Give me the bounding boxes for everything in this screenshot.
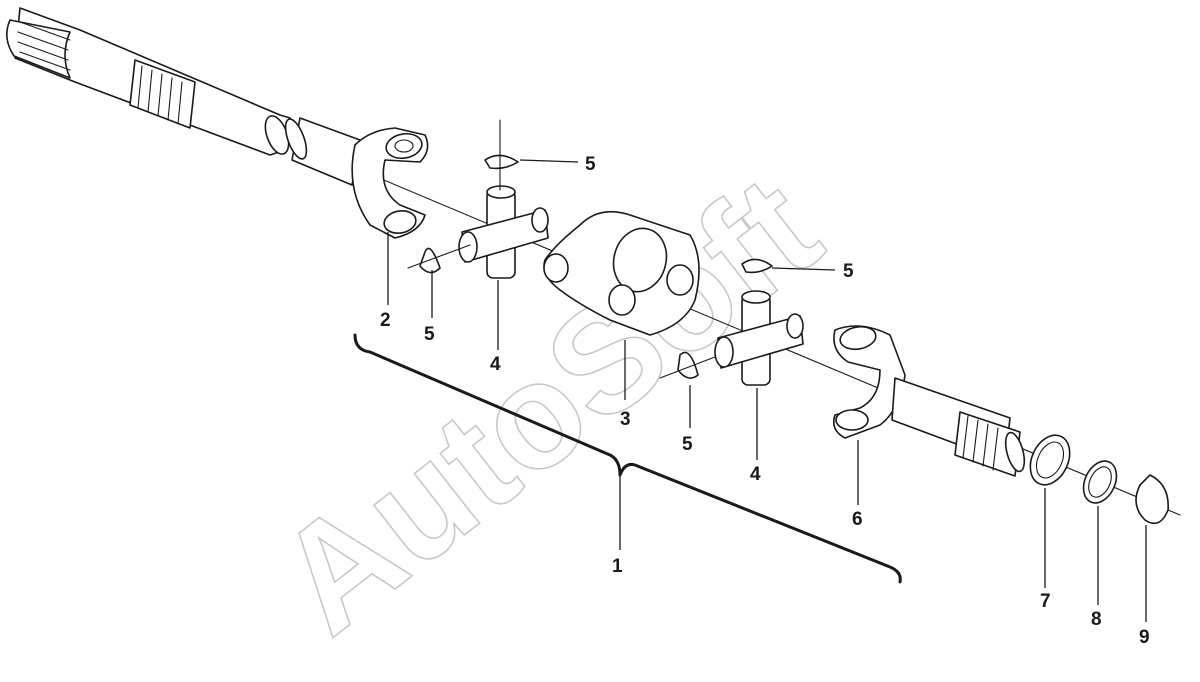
callout-2: 2 (380, 310, 391, 331)
callout-5-top-left: 5 (585, 154, 596, 175)
universal-joint-cross-right (714, 290, 804, 386)
callout-6: 6 (852, 509, 863, 530)
shaft-segment (284, 117, 361, 186)
centering-coupling (543, 210, 700, 336)
callout-7: 7 (1040, 591, 1051, 612)
universal-joint-cross-left (458, 185, 549, 279)
lock-washer (1082, 460, 1118, 504)
callout-5-side-left: 5 (424, 324, 435, 345)
callout-1: 1 (612, 556, 623, 577)
retaining-circlip (1135, 474, 1169, 525)
callout-4-left: 4 (490, 354, 501, 375)
yoke-left (351, 127, 429, 239)
circlip-axis-left (407, 244, 471, 269)
circlip-top-left (484, 154, 519, 170)
circlip-side-left (419, 247, 441, 274)
callout-9: 9 (1139, 627, 1150, 648)
callout-8: 8 (1091, 609, 1102, 630)
yoke-right (832, 325, 1026, 477)
input-shaft (6, 7, 291, 156)
callout-5-top-right: 5 (843, 261, 854, 282)
callout-5-side-right: 5 (682, 434, 693, 455)
thrust-washer (1029, 434, 1071, 486)
circlip-top-right (741, 258, 773, 274)
circlip-side-right (677, 351, 699, 379)
callout-4-right: 4 (750, 464, 761, 485)
callout-3: 3 (620, 409, 631, 430)
leader-lines (387, 159, 1147, 622)
